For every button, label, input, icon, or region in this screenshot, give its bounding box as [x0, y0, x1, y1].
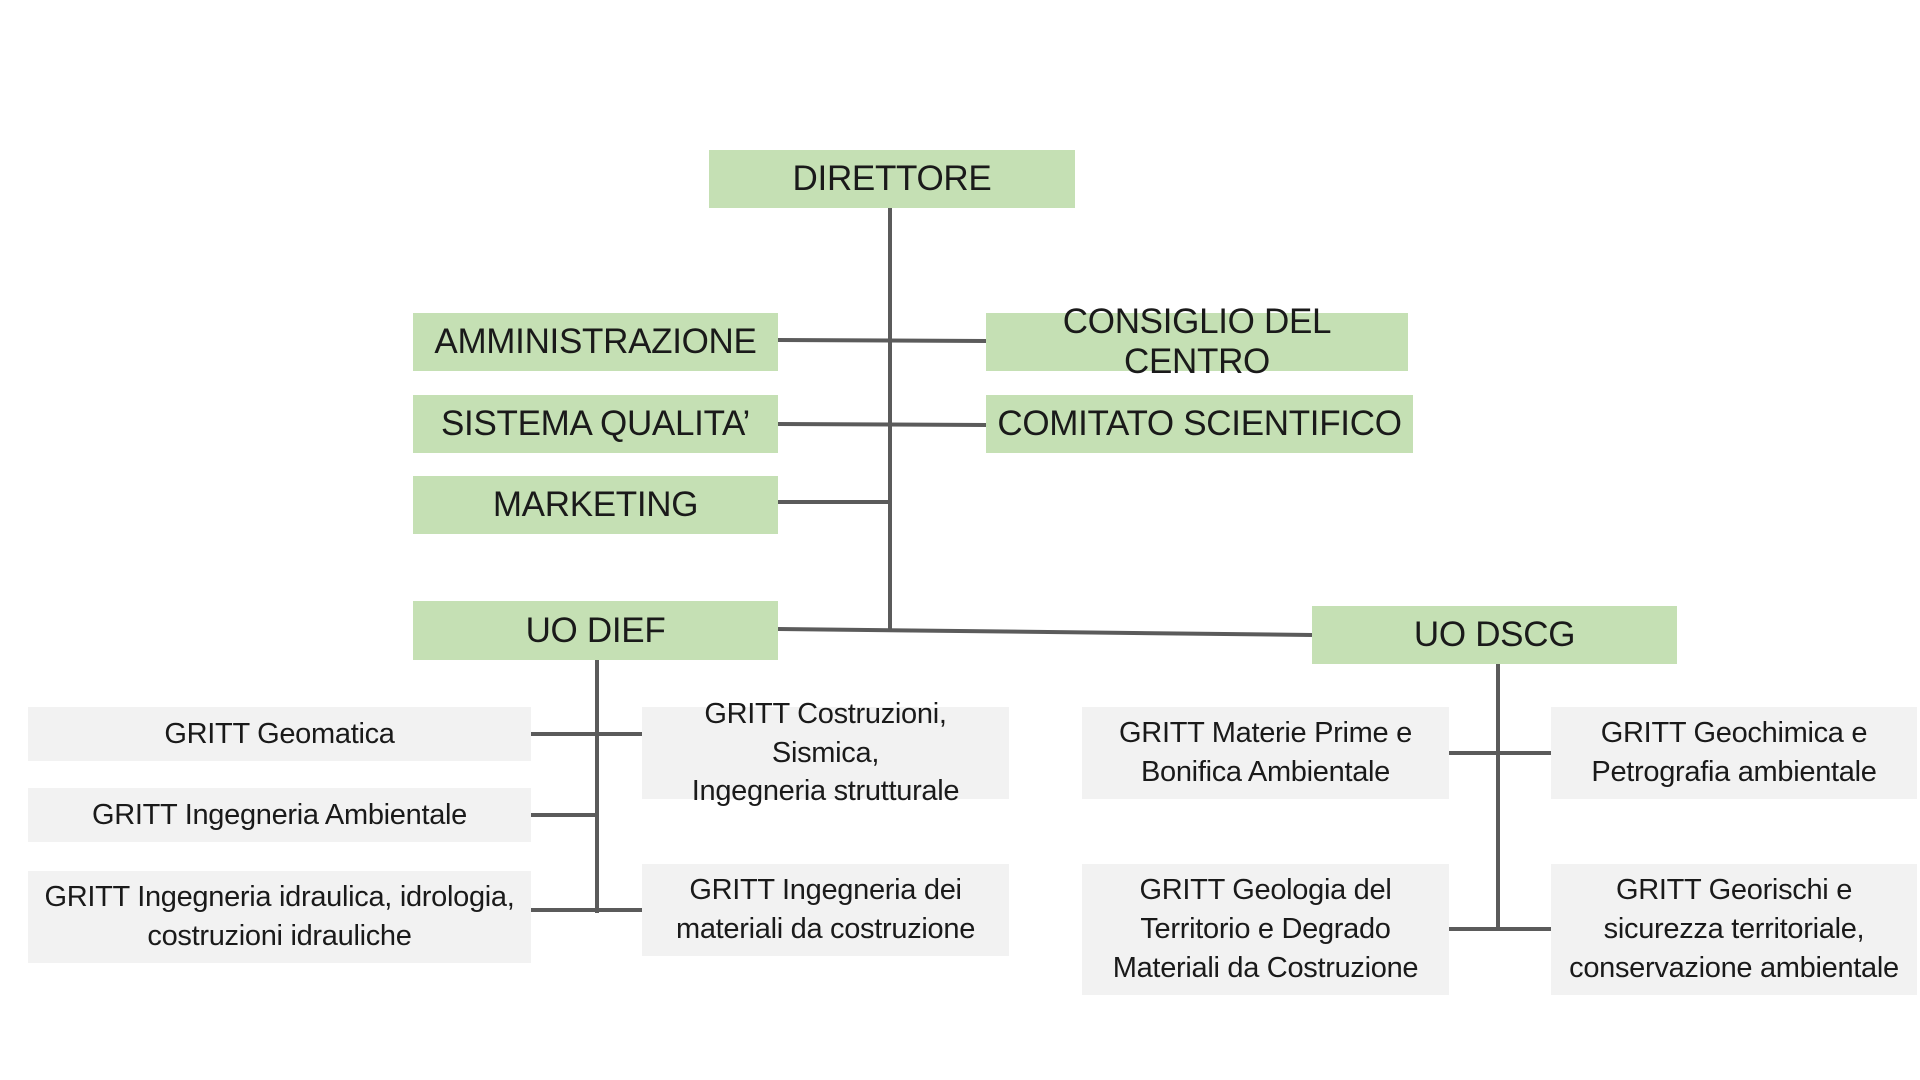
dscg-group-geologia-label: GRITT Geologia del Territorio e Degrado …	[1112, 874, 1419, 984]
uo-link-line	[777, 627, 1313, 637]
staff-amministrazione-label: AMMINISTRAZIONE	[434, 322, 757, 361]
staff-consiglio-box: CONSIGLIO DEL CENTRO	[986, 302, 1408, 381]
dief-group-geomatica-box: GRITT Geomatica	[28, 707, 531, 761]
staff-sistema-qualita-label: SISTEMA QUALITA’	[441, 404, 750, 443]
staff-line-amministrazione-consiglio	[777, 338, 987, 343]
dief-group-ambientale-label: GRITT Ingegneria Ambientale	[91, 798, 468, 831]
dscg-group-geologia-box: GRITT Geologia del Territorio e Degrado …	[1082, 864, 1449, 995]
dief-group-ambientale-box: GRITT Ingegneria Ambientale	[28, 788, 531, 842]
director-label: DIRETTORE	[792, 159, 992, 198]
dief-group-materiali-label: GRITT Ingegneria dei materiali da costru…	[675, 874, 976, 945]
staff-comitato-box: COMITATO SCIENTIFICO	[986, 395, 1413, 453]
dief-group-geomatica-label: GRITT Geomatica	[164, 717, 395, 750]
dscg-group-geochimica-box: GRITT Geochimica e Petrografia ambiental…	[1551, 707, 1917, 799]
dscg-group-geochimica-label: GRITT Geochimica e Petrografia ambiental…	[1591, 717, 1877, 788]
staff-marketing-box: MARKETING	[413, 476, 778, 534]
dief-group-idraulica-box: GRITT Ingegneria idraulica, idrologia, c…	[28, 871, 531, 963]
dscg-group-georischi-box: GRITT Georischi e sicurezza territoriale…	[1551, 864, 1917, 995]
dief-group-costruzioni-box: GRITT Costruzioni, Sismica, Ingegneria s…	[642, 698, 1009, 807]
uo-dscg-label: UO DSCG	[1413, 615, 1576, 654]
staff-sistema-qualita-box: SISTEMA QUALITA’	[413, 395, 778, 453]
staff-marketing-label: MARKETING	[492, 485, 699, 524]
dscg-group-materie-prime-box: GRITT Materie Prime e Bonifica Ambiental…	[1082, 707, 1449, 799]
uo-dief-box: UO DIEF	[413, 601, 778, 660]
dief-group-materiali-box: GRITT Ingegneria dei materiali da costru…	[642, 864, 1009, 956]
staff-amministrazione-box: AMMINISTRAZIONE	[413, 313, 778, 371]
director-box: DIRETTORE	[709, 150, 1075, 208]
dief-group-idraulica-label: GRITT Ingegneria idraulica, idrologia, c…	[44, 881, 515, 952]
dief-group-costruzioni-label: GRITT Costruzioni, Sismica, Ingegneria s…	[691, 697, 960, 808]
dscg-group-georischi-label: GRITT Georischi e sicurezza territoriale…	[1569, 874, 1899, 984]
staff-line-qualita-comitato	[777, 422, 987, 427]
uo-dscg-box: UO DSCG	[1312, 606, 1677, 664]
staff-comitato-label: COMITATO SCIENTIFICO	[997, 404, 1402, 443]
staff-consiglio-label: CONSIGLIO DEL CENTRO	[1062, 302, 1332, 381]
uo-dief-label: UO DIEF	[525, 610, 666, 650]
dscg-group-materie-prime-label: GRITT Materie Prime e Bonifica Ambiental…	[1119, 717, 1412, 788]
